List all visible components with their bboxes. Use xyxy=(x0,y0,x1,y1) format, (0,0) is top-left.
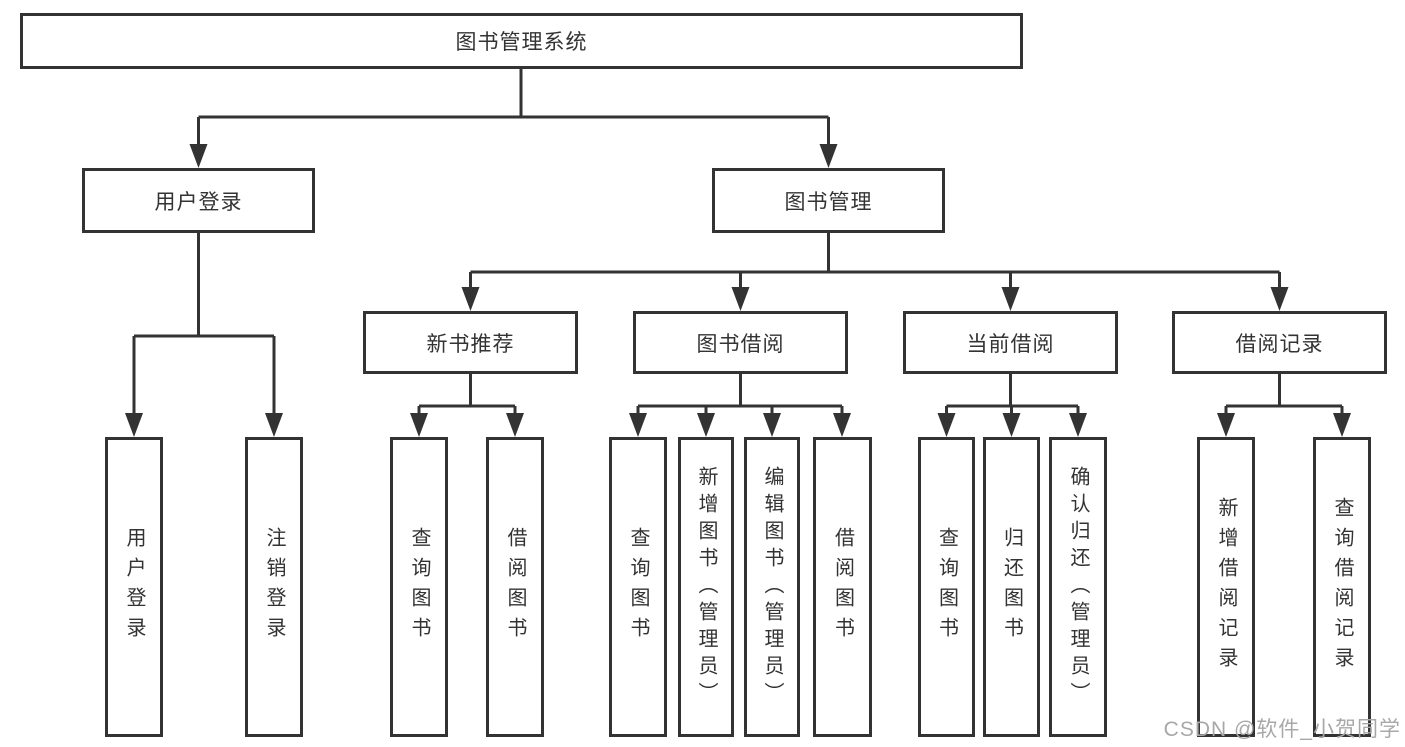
leaf-borrow-books: 借阅图书 xyxy=(813,437,872,737)
connector-current-borrow-to-leaves xyxy=(937,374,1087,437)
csdn-watermark: CSDN @软件_小贺同学 xyxy=(1163,718,1401,741)
connector-book-borrow-to-leaves xyxy=(629,374,851,437)
leaf-edit-books-admin: 编辑图书（管理员） xyxy=(744,437,800,737)
node-new-book-recommend: 新书推荐 xyxy=(363,311,578,374)
leaf-logout-login: 注销登录 xyxy=(245,437,303,737)
leaf-user-login: 用户登录 xyxy=(105,437,163,737)
node-borrow-record: 借阅记录 xyxy=(1172,311,1387,374)
leaf-add-borrow-record: 新增借阅记录 xyxy=(1197,437,1255,737)
root-node-library-system: 图书管理系统 xyxy=(20,13,1023,69)
leaf-return-books: 归还图书 xyxy=(983,437,1040,737)
leaf-query-borrow-record: 查询借阅记录 xyxy=(1313,437,1371,737)
node-user-login: 用户登录 xyxy=(82,168,315,233)
connector-borrow-record-to-leaves xyxy=(1217,374,1351,437)
node-book-borrow: 图书借阅 xyxy=(633,311,848,374)
node-book-management: 图书管理 xyxy=(712,168,945,233)
connector-book-mgmt-to-level3 xyxy=(461,233,1289,311)
leaf-query-books-recommend: 查询图书 xyxy=(390,437,448,737)
connector-root-to-level2 xyxy=(189,69,838,168)
leaf-confirm-return-admin: 确认归还（管理员） xyxy=(1049,437,1107,737)
leaf-borrow-books-recommend: 借阅图书 xyxy=(486,437,544,737)
node-current-borrow: 当前借阅 xyxy=(903,311,1118,374)
connector-new-book-to-leaves xyxy=(410,374,524,437)
leaf-query-books-current: 查询图书 xyxy=(918,437,975,737)
connector-user-login-to-leaves xyxy=(125,233,283,437)
leaf-query-books-borrow: 查询图书 xyxy=(609,437,667,737)
leaf-add-books-admin: 新增图书（管理员） xyxy=(678,437,734,737)
